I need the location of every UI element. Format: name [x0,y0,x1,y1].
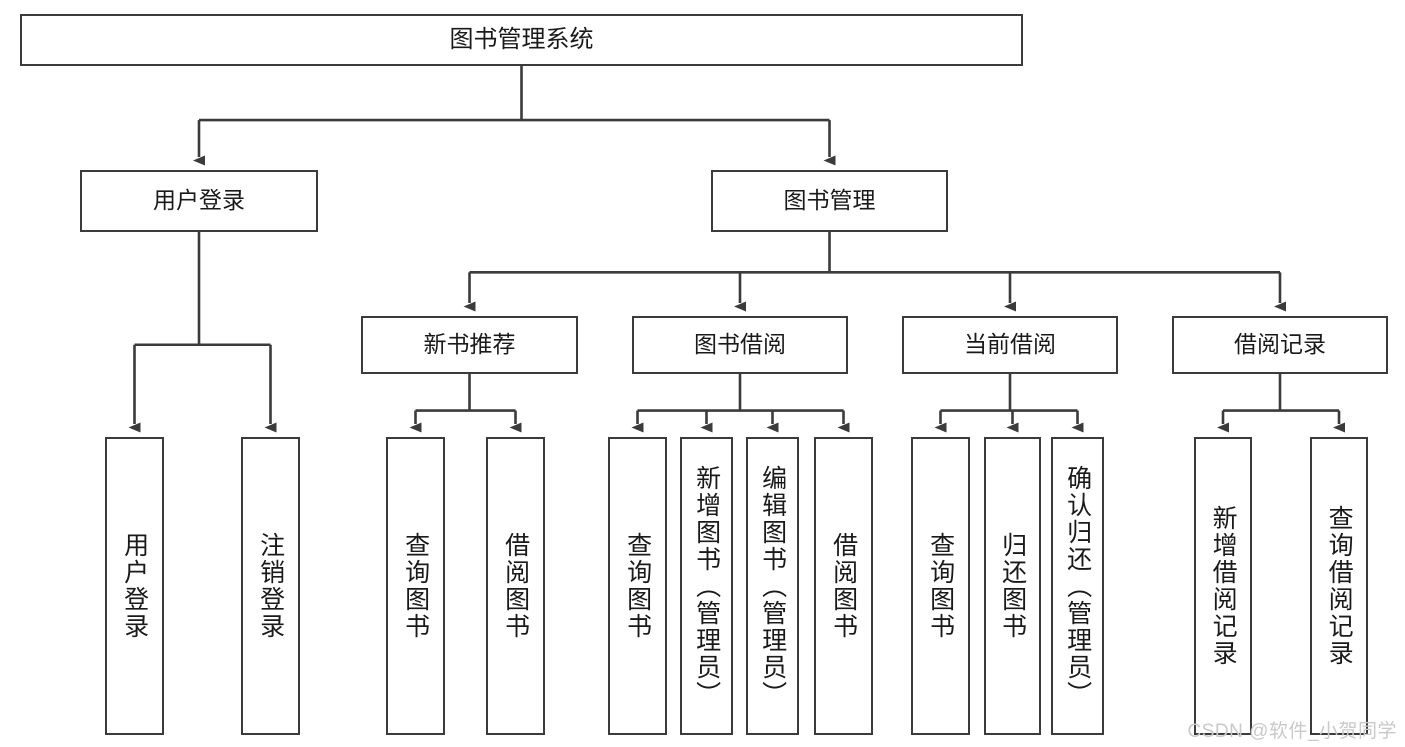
node-leaf-query-book-3[interactable]: 查询图书 [911,437,970,735]
node-leaf-borrow-book-1[interactable]: 借阅图书 [486,437,545,735]
node-leaf-logout[interactable]: 注销登录 [241,437,300,735]
node-leaf-query-book-2-label: 查询图书 [623,532,652,640]
node-leaf-return-book-label: 归还图书 [998,532,1027,640]
node-leaf-query-book-3-label: 查询图书 [926,532,955,640]
node-leaf-query-book-1[interactable]: 查询图书 [386,437,445,735]
node-current-borrow[interactable]: 当前借阅 [902,316,1118,374]
node-leaf-edit-book-label: 编辑图书（管理员） [758,464,787,708]
node-book-borrow-label: 图书借阅 [694,331,786,358]
node-leaf-query-book-1-label: 查询图书 [401,532,430,640]
node-book-borrow[interactable]: 图书借阅 [632,316,848,374]
node-leaf-query-book-2[interactable]: 查询图书 [608,437,667,735]
node-root-label: 图书管理系统 [449,25,594,53]
node-leaf-add-book-label: 新增图书（管理员） [692,464,721,708]
node-leaf-query-record-label: 查询借阅记录 [1325,505,1354,667]
node-leaf-confirm-return-label: 确认归还（管理员） [1063,464,1092,708]
node-leaf-borrow-book-1-label: 借阅图书 [501,532,530,640]
node-leaf-borrow-book-2-label: 借阅图书 [829,532,858,640]
node-leaf-edit-book[interactable]: 编辑图书（管理员） [746,437,799,735]
node-book-management-label: 图书管理 [783,187,876,214]
node-user-login[interactable]: 用户登录 [80,170,318,232]
node-borrow-record[interactable]: 借阅记录 [1172,316,1388,374]
node-root[interactable]: 图书管理系统 [20,14,1023,66]
node-leaf-user-login[interactable]: 用户登录 [105,437,164,735]
watermark-text: CSDN @软件_小贺同学 [1187,721,1397,742]
node-leaf-add-record-label: 新增借阅记录 [1209,505,1238,667]
node-new-book-recommend-label: 新书推荐 [423,331,516,358]
node-leaf-add-record[interactable]: 新增借阅记录 [1194,437,1252,735]
node-book-management[interactable]: 图书管理 [711,170,948,232]
node-leaf-confirm-return[interactable]: 确认归还（管理员） [1051,437,1104,735]
node-user-login-label: 用户登录 [153,187,245,214]
node-borrow-record-label: 借阅记录 [1234,331,1326,358]
node-current-borrow-label: 当前借阅 [964,331,1056,358]
node-new-book-recommend[interactable]: 新书推荐 [361,316,578,374]
node-leaf-borrow-book-2[interactable]: 借阅图书 [814,437,873,735]
node-leaf-query-record[interactable]: 查询借阅记录 [1310,437,1368,735]
node-leaf-return-book[interactable]: 归还图书 [984,437,1041,735]
node-leaf-logout-label: 注销登录 [256,532,285,640]
node-leaf-user-login-label: 用户登录 [120,532,149,640]
node-leaf-add-book[interactable]: 新增图书（管理员） [680,437,733,735]
